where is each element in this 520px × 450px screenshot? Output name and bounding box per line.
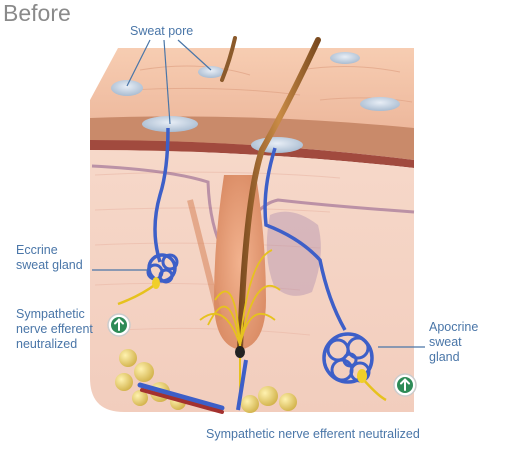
label-sympathetic-left-line-1: Sympathetic: [16, 307, 85, 321]
label-sympathetic-nerve-bottom: Sympathetic nerve efferent neutralized: [206, 427, 420, 441]
label-apocrine-line-1: Apocrine: [429, 320, 479, 334]
hair-follicle: [187, 175, 266, 350]
eccrine-duct: [153, 127, 170, 263]
label-sympathetic-left-line-2: nerve efferent: [16, 322, 93, 336]
label-sympathetic-left-line-3: neutralized: [16, 337, 78, 351]
label-apocrine-line-2: sweat: [429, 335, 462, 349]
eccrine-gland: [146, 253, 179, 284]
arrow-up-circle-icon: [107, 313, 131, 337]
label-apocrine-line-3: gland: [429, 350, 460, 364]
arrow-up-circle-icon: [393, 373, 417, 397]
sympathetic-nerves: [117, 249, 387, 405]
label-apocrine-sweat-gland: Apocrine sweat gland: [429, 320, 478, 365]
label-sweat-pore: Sweat pore: [130, 24, 194, 38]
leader-lines: [92, 39, 425, 348]
label-eccrine-line-1: Eccrine: [16, 243, 58, 257]
label-sympathetic-nerve-left: Sympathetic nerve efferent neutralized: [16, 307, 93, 352]
apocrine-duct: [263, 147, 347, 331]
label-eccrine-sweat-gland: Eccrine sweat gland: [16, 243, 83, 273]
blood-vessels: [137, 359, 248, 414]
hair-shafts: [220, 36, 321, 353]
page-title: Before: [3, 0, 71, 26]
label-eccrine-line-2: sweat gland: [16, 258, 83, 272]
